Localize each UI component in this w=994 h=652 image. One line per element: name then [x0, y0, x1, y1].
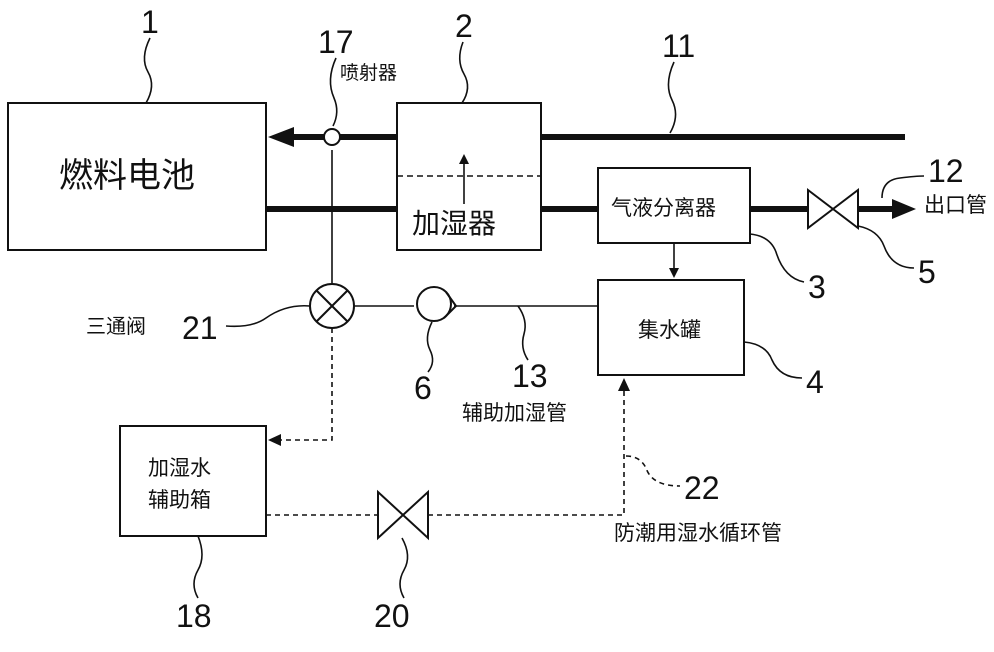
leader-3	[749, 233, 805, 283]
leader-6	[426, 321, 434, 373]
ejector-label: 喷射器	[340, 62, 398, 84]
ref-17: 17	[318, 24, 354, 60]
leader-2	[458, 41, 469, 104]
check-valve-6	[416, 286, 452, 322]
ref-18: 18	[176, 598, 212, 634]
leader-20	[399, 537, 409, 599]
aux-tank-label-line2: 辅助箱	[148, 488, 211, 512]
leader-5	[857, 225, 915, 269]
leader-4	[743, 341, 803, 379]
ref-12: 12	[928, 153, 964, 189]
ref-22: 22	[684, 470, 720, 506]
leader-1	[143, 37, 153, 104]
outlet-arrowhead	[892, 199, 916, 219]
recirc-pipe-dashed-b	[428, 388, 625, 516]
aux-humidify-pipe-label: 辅助加湿管	[462, 401, 567, 425]
humidifier-label: 加湿器	[412, 207, 497, 240]
valve-cross-b	[315, 289, 349, 323]
leader-22	[625, 455, 681, 487]
water-tank-label: 集水罐	[638, 318, 701, 342]
outlet-pipe-label: 出口管	[924, 193, 987, 217]
valve-to-aux-dashed	[278, 328, 333, 441]
supply-arrowhead	[268, 127, 294, 147]
fuel-cell-box	[7, 102, 267, 251]
ref-6: 6	[414, 370, 432, 406]
ref-13: 13	[512, 358, 548, 394]
valve-to-aux-arrowhead	[268, 434, 281, 446]
leader-18	[193, 535, 203, 599]
aux-tank-box	[119, 425, 267, 537]
outlet-valve-5	[807, 187, 859, 231]
ref-4: 4	[806, 364, 824, 400]
ejector-17	[323, 128, 341, 146]
recirc-arrowhead	[618, 378, 630, 391]
fuel-cell-label: 燃料电池	[59, 156, 195, 196]
leader-12	[881, 175, 925, 199]
aux-tank-label-line1: 加湿水	[148, 456, 211, 480]
ref-5: 5	[918, 254, 936, 290]
ref-20: 20	[374, 598, 410, 634]
leader-17	[329, 57, 338, 127]
three-way-valve-label: 三通阀	[86, 314, 146, 338]
leader-11	[667, 61, 677, 134]
leader-21	[225, 304, 311, 328]
ref-2: 2	[455, 8, 473, 44]
recirc-pipe-label: 防潮用湿水循环管	[614, 521, 782, 545]
water-tank-box	[597, 279, 745, 376]
ref-21: 21	[182, 310, 218, 346]
check-valve-6-flap	[443, 291, 458, 319]
ref-3: 3	[808, 269, 826, 305]
ref-1: 1	[141, 4, 159, 40]
separator-label: 气液分离器	[611, 196, 716, 220]
leader-13	[517, 305, 529, 361]
ref-11: 11	[662, 28, 696, 64]
valve-20	[377, 489, 429, 541]
